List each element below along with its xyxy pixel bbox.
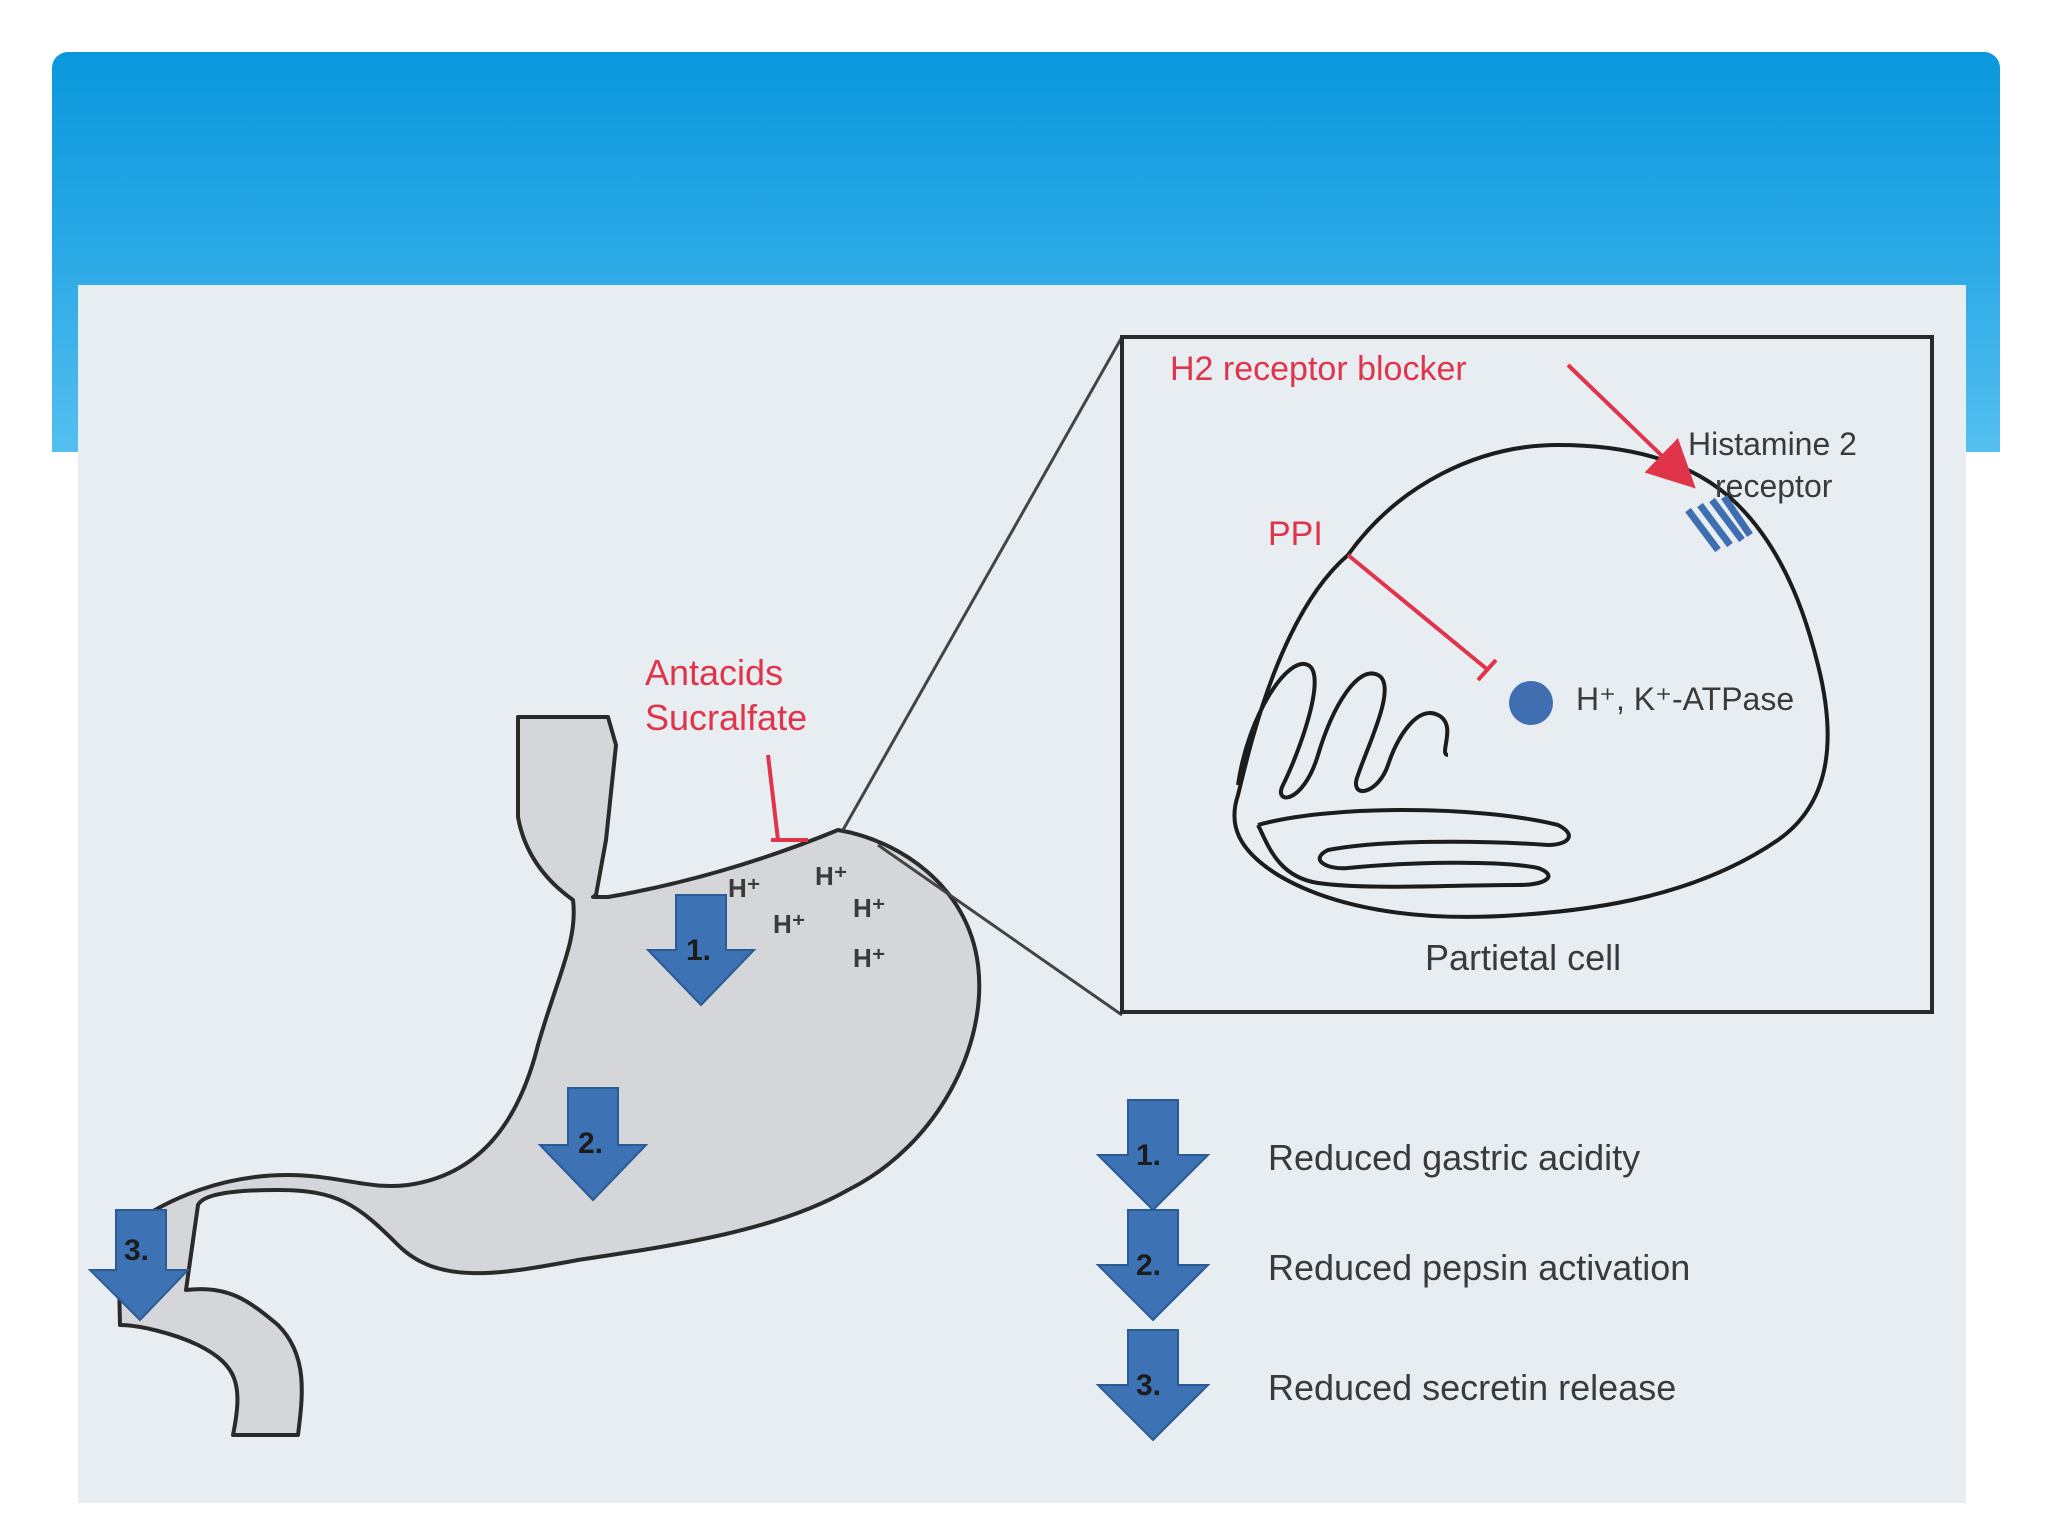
arrow-number: 2. <box>578 1127 603 1160</box>
legend-item-1: 1. Reduced gastric acidity <box>1095 1099 1640 1212</box>
sucralfate-label: Sucralfate <box>645 697 807 738</box>
legend-text: Reduced secretin release <box>1268 1367 1676 1408</box>
arrow-number: 3. <box>124 1234 149 1267</box>
antacids-label: Antacids <box>645 652 783 693</box>
cell-membrane <box>1232 442 1830 919</box>
h2-blocker-arrow <box>1566 363 1696 489</box>
ion-label: H⁺ <box>773 909 806 939</box>
zoom-line-upper <box>841 336 1124 831</box>
antacids-inhibitor: Antacids Sucralfate <box>645 652 808 842</box>
proton-pump <box>1509 681 1553 725</box>
receptor-label-line2: receptor <box>1715 468 1833 504</box>
canaliculi <box>1236 661 1450 800</box>
legend-text: Reduced pepsin activation <box>1268 1247 1690 1288</box>
cell-caption: Partietal cell <box>1425 937 1621 978</box>
legend: 1. Reduced gastric acidity 2. Reduced pe… <box>1095 1099 1690 1442</box>
zoom-line-lower <box>877 843 1123 1017</box>
legend-item-2: 2. Reduced pepsin activation <box>1095 1209 1690 1322</box>
ppi-inhibitor-line <box>1346 553 1498 682</box>
h2-blocker-label: H2 receptor blocker <box>1170 350 1467 388</box>
legend-number: 2. <box>1136 1249 1161 1282</box>
legend-number: 3. <box>1136 1369 1161 1402</box>
stomach-arrow-3: 3. <box>87 1209 191 1322</box>
ppi-label: PPI <box>1268 515 1323 553</box>
receptor-label-line1: Histamine 2 <box>1688 426 1857 462</box>
ion-label: H⁺ <box>853 893 886 923</box>
ion-label: H⁺ <box>815 861 848 891</box>
h2-receptor-icon <box>1685 495 1753 553</box>
canaliculi <box>1256 808 1571 889</box>
hydrogen-ions: H⁺ H⁺ H⁺ H⁺ H⁺ <box>728 861 886 973</box>
legend-number: 1. <box>1136 1139 1161 1172</box>
diagram-panel: Antacids Sucralfate H⁺ H⁺ H⁺ H⁺ H⁺ 1. 2.… <box>78 285 1966 1503</box>
arrow-number: 1. <box>686 934 711 967</box>
legend-item-3: 3. Reduced secretin release <box>1095 1329 1676 1442</box>
ion-label: H⁺ <box>853 943 886 973</box>
stomach-arrow-1: 1. <box>645 894 757 1007</box>
ion-label: H⁺ <box>728 873 761 903</box>
pump-label: H⁺, K⁺-ATPase <box>1576 681 1794 717</box>
parietal-cell-inset: H⁺, K⁺-ATPase Histamine 2 receptor H2 re… <box>1120 335 1934 1014</box>
stomach-outline <box>116 715 982 1437</box>
inset-frame <box>1120 335 1934 1014</box>
stomach-arrow-2: 2. <box>537 1087 649 1202</box>
legend-text: Reduced gastric acidity <box>1268 1137 1640 1178</box>
stomach <box>116 715 982 1437</box>
